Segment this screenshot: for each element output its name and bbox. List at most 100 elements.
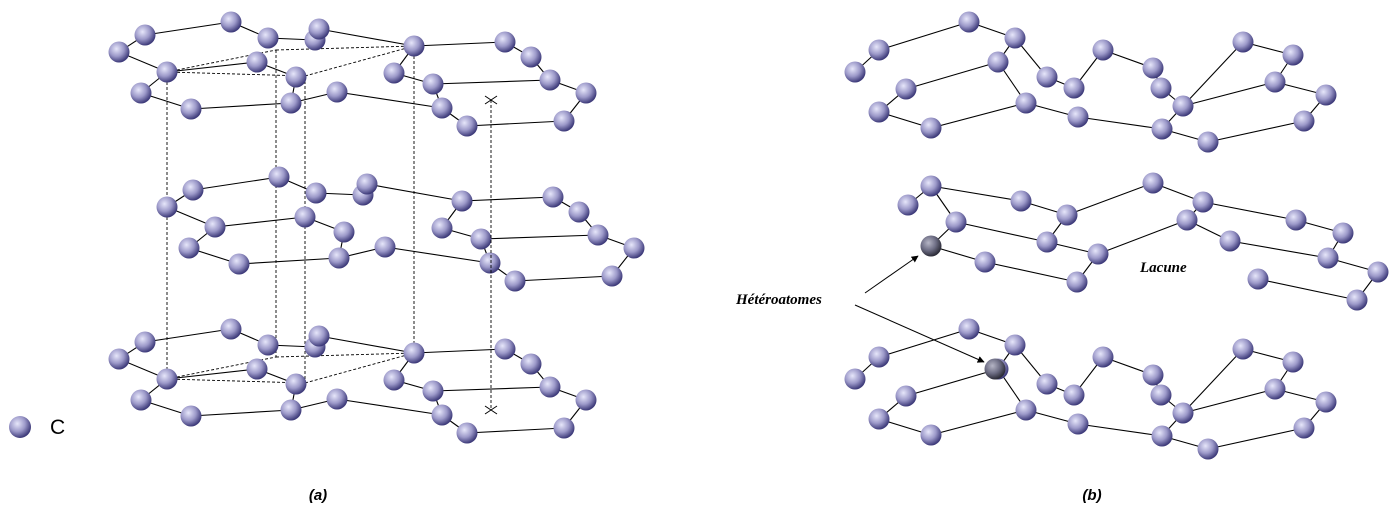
carbon-atom <box>504 270 526 292</box>
carbon-atom <box>1092 39 1114 61</box>
bond <box>238 257 340 265</box>
carbon-atom <box>1264 378 1286 400</box>
carbon-atom <box>1219 230 1241 252</box>
carbon-atom <box>1087 243 1109 265</box>
carbon-atom <box>470 228 492 250</box>
carbon-atom <box>1067 413 1089 435</box>
carbon-atom <box>180 98 202 120</box>
bond <box>480 234 599 240</box>
panel-b-disordered-lattice: Hétéroatomes Lacune <box>735 11 1389 460</box>
carbon-atom <box>868 346 890 368</box>
bond <box>144 328 232 343</box>
carbon-atom <box>1067 106 1089 128</box>
layer-spacing-markers <box>484 95 498 415</box>
carbon-atom <box>844 61 866 83</box>
carbon-atom <box>958 318 980 340</box>
carbon-atom <box>1036 373 1058 395</box>
bond <box>466 120 565 127</box>
carbon-atom <box>1004 27 1026 49</box>
carbon-atom <box>1293 417 1315 439</box>
carbon-atom <box>920 175 942 197</box>
carbon-atom <box>456 115 478 137</box>
carbon-atom <box>601 265 623 287</box>
bond <box>413 348 506 354</box>
carbon-atom <box>568 201 590 223</box>
carbon-atom <box>1172 95 1194 117</box>
carbon-atom <box>1232 338 1254 360</box>
bond <box>1097 219 1188 255</box>
carbon-atom <box>182 179 204 201</box>
carbon-atom <box>431 97 453 119</box>
carbon-atom <box>156 61 178 83</box>
carbon-atom <box>1332 222 1354 244</box>
carbon-atom <box>257 334 279 356</box>
carbon-atom <box>575 82 597 104</box>
carbon-atom <box>257 27 279 49</box>
graphene-layer-bottom <box>108 318 597 444</box>
bond <box>166 368 258 380</box>
panel-a-graphite-lattice <box>108 11 645 444</box>
bond <box>190 409 292 417</box>
unit-cell-dashed-edge <box>304 352 415 384</box>
carbon-atom <box>1232 31 1254 53</box>
graphene-layer-top <box>108 11 597 137</box>
carbon-atom <box>308 325 330 347</box>
carbon-atom <box>1197 131 1219 153</box>
carbon-atom <box>1142 172 1164 194</box>
bond <box>192 176 280 191</box>
carbon-atom <box>494 31 516 53</box>
carbon-atom <box>479 252 501 274</box>
carbon-atom <box>1151 425 1173 447</box>
carbon-atom <box>356 173 378 195</box>
bond <box>905 368 999 397</box>
legend: C <box>9 416 65 439</box>
carbon-atom <box>1004 334 1026 356</box>
defect-layer-top <box>844 11 1337 153</box>
carbon-atom <box>958 11 980 33</box>
interlayer-dashed-lines <box>166 45 415 384</box>
carbon-atom <box>1247 268 1269 290</box>
carbon-atom <box>1015 92 1037 114</box>
bond <box>432 386 551 392</box>
carbon-atom <box>305 182 327 204</box>
carbon-atom <box>1056 204 1078 226</box>
carbon-atom <box>1367 261 1389 283</box>
bond <box>1207 120 1305 143</box>
unit-cell-dashed-edge <box>275 352 415 358</box>
carbon-atom <box>383 369 405 391</box>
bond <box>1182 81 1276 107</box>
carbon-atom <box>553 110 575 132</box>
bond <box>461 196 554 202</box>
carbon-atom <box>1036 66 1058 88</box>
carbon-atom <box>1066 271 1088 293</box>
bond <box>930 185 1022 202</box>
carbon-atom <box>987 51 1009 73</box>
legend-carbon-atom-icon <box>9 416 31 438</box>
bond <box>384 246 491 264</box>
carbon-atom <box>1346 289 1368 311</box>
carbon-atom <box>134 24 156 46</box>
bond <box>1182 348 1244 414</box>
bond <box>1066 182 1154 216</box>
bond <box>905 61 999 90</box>
carbon-atom <box>246 358 268 380</box>
carbon-atom <box>1197 438 1219 460</box>
carbon-atom <box>539 69 561 91</box>
carbon-atom <box>451 190 473 212</box>
carbon-atom <box>920 424 942 446</box>
unit-cell-dashed-edge <box>275 45 415 51</box>
carbon-atom <box>1315 391 1337 413</box>
unit-cell-dashed-edge <box>166 71 306 77</box>
carbon-atom <box>156 368 178 390</box>
carbon-atom <box>1176 209 1198 231</box>
carbon-atom <box>456 422 478 444</box>
bond <box>318 335 415 354</box>
bond <box>1257 278 1358 301</box>
carbon-atom <box>326 81 348 103</box>
carbon-atom <box>868 408 890 430</box>
bond <box>166 61 258 73</box>
carbon-atom <box>945 211 967 233</box>
carbon-atom <box>553 417 575 439</box>
carbon-atom <box>844 368 866 390</box>
